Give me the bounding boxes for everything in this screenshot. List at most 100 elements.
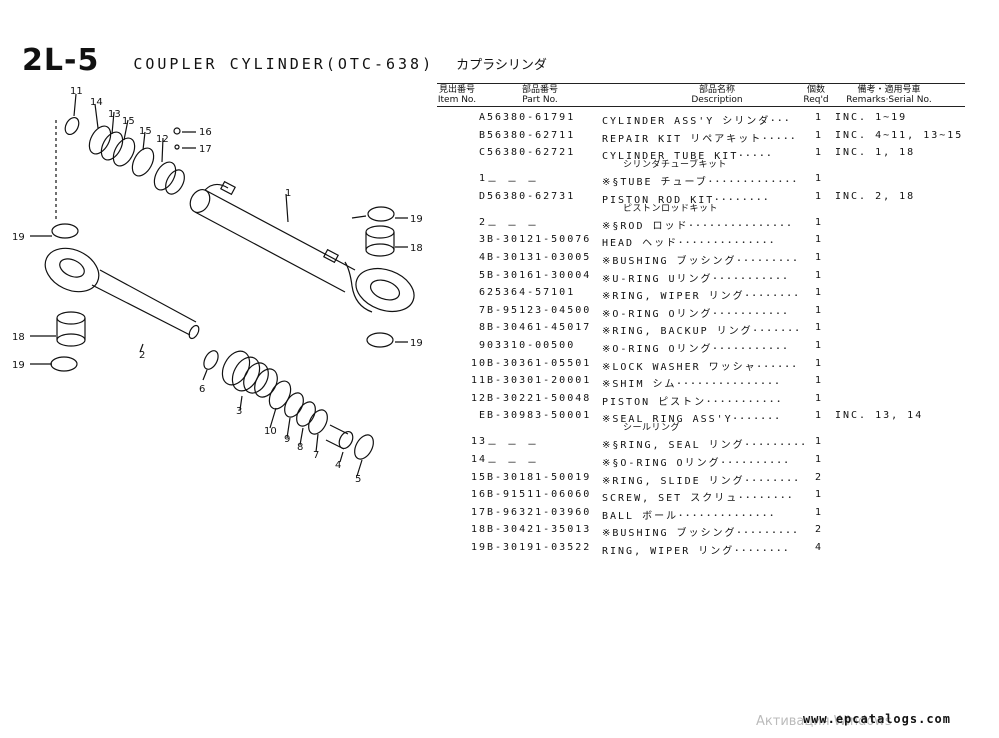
page-title: COUPLER CYLINDER(OTC-638) [133, 55, 435, 73]
part-number: B-95123-04500 [487, 304, 592, 316]
quantity: 1 [814, 129, 823, 141]
table-row: 2－ － －※§ROD ロッド･･･････････････1 [437, 217, 965, 235]
item-number: 18 [470, 524, 487, 536]
part-description: ※BUSHING ブッシング･････････ [602, 528, 800, 540]
part-number: B-30221-50048 [487, 392, 592, 404]
item-number: E [478, 410, 487, 422]
item-number: 16 [470, 489, 487, 501]
header-item-jp: 見出番号 [438, 85, 475, 95]
item-number: 12 [470, 392, 487, 404]
diagram-label: 17 [199, 144, 212, 155]
part-number: － － － [487, 457, 540, 469]
page-number: 2L-5 [22, 43, 100, 78]
quantity: 1 [814, 173, 823, 185]
item-number: 8 [478, 322, 487, 334]
part-number: 56380-62711 [487, 129, 576, 141]
diagram-label: 9 [284, 434, 290, 445]
part-number: B-30131-03005 [487, 251, 592, 263]
item-number: 4 [478, 251, 487, 263]
part-description: RING, WIPER リング････････ [602, 545, 791, 557]
diagram-label: 7 [313, 450, 319, 461]
quantity: 1 [814, 112, 823, 123]
item-number: D [478, 190, 487, 202]
diagram-label: 13 [108, 109, 121, 120]
parts-table: 見出番号 Item No. 部品番号 Part No. 部品名称 Descrip… [437, 83, 965, 559]
part-number: B-91511-06060 [487, 489, 592, 501]
item-number: A [478, 112, 487, 123]
part-description: ※RING, WIPER リング････････ [602, 291, 801, 303]
remarks: INC. 4~11, 13~15 [835, 129, 964, 141]
quantity: 1 [814, 506, 823, 518]
item-number: 10 [470, 357, 487, 369]
header-item-en: Item No. [437, 95, 477, 105]
quantity: 1 [814, 216, 823, 228]
quantity: 4 [814, 541, 823, 553]
remarks: INC. 1~19 [835, 112, 908, 123]
diagram-label: 2 [139, 350, 145, 361]
diagram-label: 12 [156, 134, 169, 145]
header-desc-en: Description [691, 95, 743, 105]
item-number: 13 [470, 436, 487, 448]
quantity: 1 [814, 251, 823, 263]
table-row: 14－ － －※§O-RING Oリング･･････････1 [437, 454, 965, 472]
part-description: ※RING, SLIDE リング････････ [602, 475, 801, 487]
piston-rod-part [44, 247, 200, 340]
part-description: ※BUSHING ブッシング･････････ [602, 255, 800, 267]
quantity: 1 [814, 339, 823, 351]
header-qty-jp: 個数 [806, 85, 825, 95]
quantity: 1 [814, 304, 823, 316]
diagram-label: 18 [410, 243, 423, 254]
quantity: 2 [814, 524, 823, 536]
header-qty-en: Req'd [803, 95, 829, 105]
quantity: 1 [814, 234, 823, 246]
quantity: 2 [814, 471, 823, 483]
part-number: 03310-00500 [487, 339, 576, 351]
remarks: INC. 2, 18 [835, 190, 916, 202]
description-japanese-sub: シールリング [623, 423, 681, 434]
item-number: 7 [478, 304, 487, 316]
quantity: 1 [814, 436, 823, 448]
quantity: 1 [814, 375, 823, 387]
part-number: B-96321-03960 [487, 506, 592, 518]
header-desc-jp: 部品名称 [698, 85, 735, 95]
cylinder-tube-part [189, 180, 415, 313]
diagram-label: 19 [12, 232, 25, 243]
part-description: CYLINDER ASS'Y シリンダ･･･ [602, 116, 792, 127]
item-number: 3 [478, 234, 487, 246]
part-number: B-30161-30004 [487, 269, 592, 281]
diagram-label: 19 [410, 338, 423, 349]
header-part-jp: 部品番号 [521, 85, 558, 95]
part-description: PISTON ピストン･･･････････ [602, 396, 784, 408]
description-japanese-sub: ピストンロッドキット [623, 203, 719, 214]
item-number: 9 [478, 339, 487, 351]
title-row: 2L-5 COUPLER CYLINDER(OTC-638) カプラシリンダ [22, 43, 547, 78]
table-header: 見出番号 Item No. 部品番号 Part No. 部品名称 Descrip… [437, 84, 965, 105]
part-description: ※SHIM シム･･･････････････ [602, 379, 782, 391]
diagram-label: 16 [199, 127, 212, 138]
footer-site-link[interactable]: www.epcatalogs.com [802, 712, 951, 726]
quantity: 1 [814, 147, 823, 159]
diagram-label: 15 [122, 116, 135, 127]
part-description: ※§O-RING Oリング･･････････ [602, 457, 791, 469]
part-number: － － － [487, 177, 540, 189]
part-description: ※§TUBE チューブ･････････････ [602, 177, 799, 189]
header-remarks-en: Remarks·Serial No. [846, 95, 932, 105]
part-description: ※U-RING Uリング･･･････････ [602, 273, 790, 285]
part-number: B-30121-50076 [487, 234, 592, 246]
diagram-label: 18 [12, 332, 25, 343]
